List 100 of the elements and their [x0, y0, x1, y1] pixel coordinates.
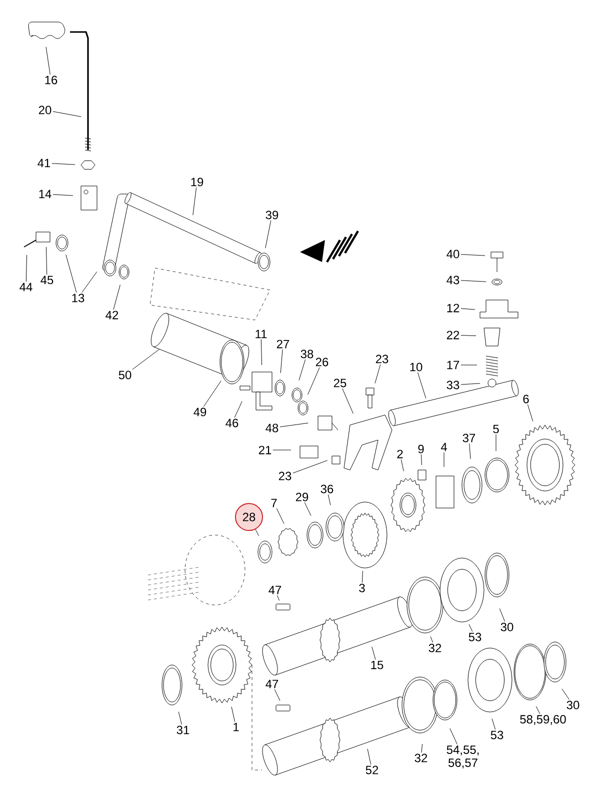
leader-line	[276, 508, 284, 524]
leader-line	[304, 502, 312, 516]
leader-line	[46, 246, 48, 275]
callout-number: 23	[376, 354, 388, 364]
callout-number: 45	[40, 276, 54, 284]
leader-line	[562, 688, 570, 700]
leader-line	[460, 364, 478, 366]
leader-line	[298, 359, 306, 381]
callout-number: 40	[446, 250, 460, 258]
callout-number: 26	[316, 358, 328, 366]
leader-line	[52, 194, 74, 196]
leader-line	[52, 111, 82, 117]
leader-line	[280, 422, 308, 428]
leader-line	[280, 349, 283, 374]
leader-line	[492, 718, 496, 730]
callout-number: 53	[490, 730, 504, 740]
callout-number: 10	[410, 362, 422, 372]
leader-line	[400, 459, 404, 472]
leader-line	[82, 271, 98, 293]
callout-number: 58,59,60	[520, 715, 566, 725]
callout-number: 5	[493, 424, 499, 434]
callout-number: 30	[566, 700, 580, 710]
callout-number: 37	[462, 434, 476, 442]
callout-number: 23	[278, 472, 292, 480]
callout-number: 15	[371, 660, 384, 670]
callout-number: 41	[38, 158, 50, 168]
callout-number: 27	[276, 340, 290, 348]
callout-number: 22	[446, 330, 460, 340]
callout-number: 9	[418, 444, 424, 454]
callout-number: 11	[256, 330, 267, 338]
callout-number: 49	[194, 408, 206, 416]
callout-number: 1	[234, 722, 239, 732]
leader-line	[342, 388, 354, 414]
leader-line	[460, 308, 476, 310]
leader-line	[421, 744, 423, 753]
callout-number: 47	[266, 680, 278, 688]
leader-line	[276, 595, 280, 601]
leader-line	[450, 728, 458, 745]
callout-number: 21	[258, 446, 272, 454]
callout-number: 25	[334, 378, 346, 388]
leader-line	[203, 380, 222, 407]
leader-line	[460, 335, 476, 336]
callout-number: 54,55, 56,57	[446, 746, 479, 768]
callout-number: 42	[106, 310, 118, 320]
callout-number: 31	[176, 726, 190, 734]
leader-line	[308, 367, 320, 395]
callout-number: 13	[72, 294, 84, 302]
leader-line	[499, 608, 506, 622]
callout-number: 47	[268, 586, 282, 594]
callout-number: 46	[226, 418, 238, 428]
leader-line	[113, 284, 120, 310]
leader-line	[362, 570, 363, 583]
leader-line	[274, 689, 280, 701]
leader-line	[292, 460, 328, 474]
leader-line	[460, 254, 486, 256]
leader-line	[66, 254, 77, 293]
callout-number: 43	[446, 276, 460, 284]
callout-number: 14	[39, 190, 52, 198]
leader-line	[255, 529, 260, 536]
leader-line	[26, 254, 28, 282]
leader-line	[468, 624, 473, 632]
leader-line	[374, 364, 381, 384]
callout-number: 20	[38, 106, 52, 114]
callout-number: 19	[191, 178, 204, 186]
callout-number: 16	[45, 76, 58, 84]
leader-line	[367, 748, 372, 765]
leader-line	[536, 706, 540, 714]
callout-number: 53	[468, 632, 482, 642]
callout-number: 4	[440, 442, 447, 452]
callout-number: 52	[366, 766, 378, 774]
leader-line	[372, 646, 376, 660]
leader-line	[420, 454, 422, 466]
callout-number: 48	[266, 424, 278, 432]
leader-line	[527, 404, 534, 422]
leader-line	[460, 280, 486, 282]
callout-number: 33	[446, 380, 460, 390]
callout-number: 32	[414, 754, 428, 762]
leader-line	[460, 383, 480, 385]
callout-number: 29	[296, 492, 308, 502]
callout-number: 32	[428, 644, 442, 652]
leader-line	[231, 706, 236, 722]
callout-number: 44	[20, 282, 32, 292]
callout-number: 38	[300, 350, 314, 358]
leader-line	[234, 401, 242, 418]
leader-line	[430, 636, 434, 643]
callout-number: 39	[266, 210, 278, 220]
callout-number: 17	[447, 360, 460, 370]
callout-number: 30	[500, 622, 514, 632]
callout-number: 12	[447, 304, 460, 312]
callout-number: 50	[118, 370, 132, 380]
leader-line	[265, 220, 272, 248]
leader-line	[52, 163, 76, 165]
leader-line	[46, 46, 50, 75]
leader-line	[328, 494, 331, 506]
callout-number: 7	[271, 498, 277, 508]
callout-number: 36	[320, 484, 334, 494]
callout-number: 6	[523, 394, 529, 404]
circled-callout-number: 28	[235, 503, 263, 531]
leader-line	[132, 348, 160, 370]
callout-number: 2	[397, 450, 403, 458]
